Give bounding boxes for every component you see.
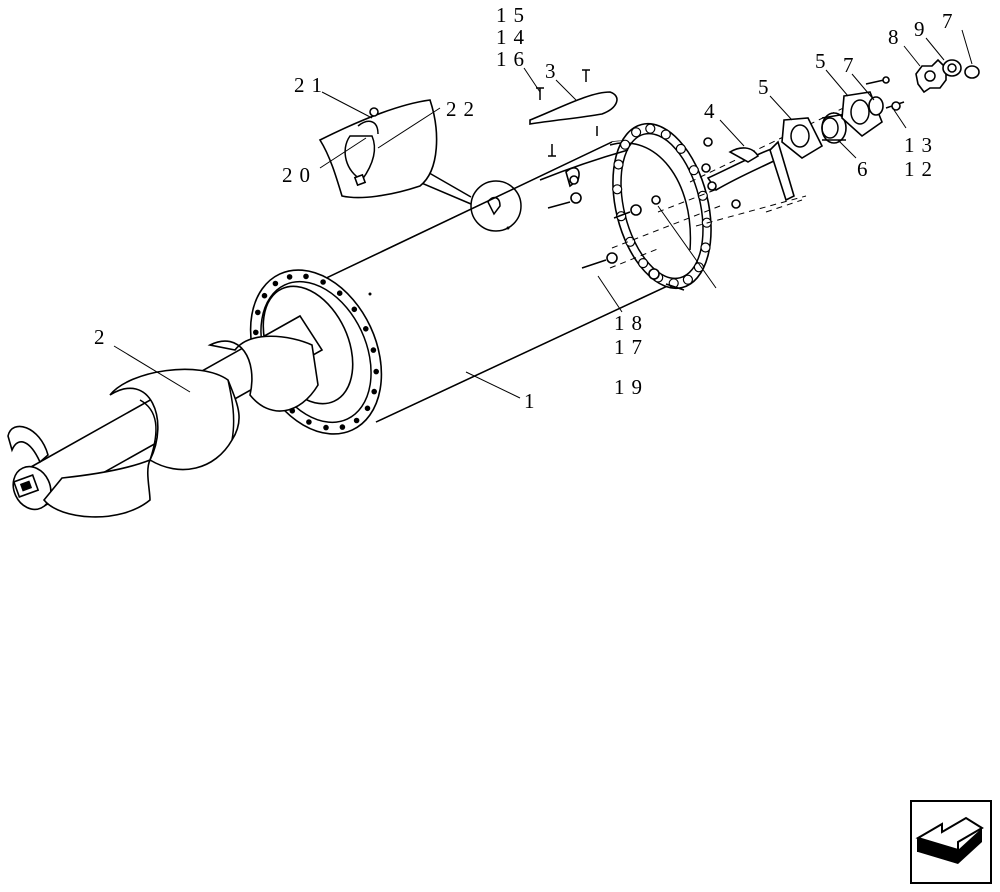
bolt-hole: [637, 258, 649, 269]
right-flange-bolts: [612, 123, 712, 289]
leader-lines: [113, 29, 973, 399]
bolt-hole: [336, 290, 343, 297]
bolt-hole: [619, 139, 631, 150]
callout-14: 14: [496, 25, 531, 49]
bolt-hole: [353, 417, 360, 424]
bolt-hole: [370, 347, 377, 353]
callout-8: 8: [888, 25, 906, 49]
callout-18: 18: [614, 311, 649, 335]
callout-22: 22: [446, 97, 481, 121]
bolt-hole: [612, 184, 623, 195]
bearing-assembly: [547, 58, 980, 291]
callout-15: 15: [496, 3, 531, 27]
bolt-hole: [660, 129, 671, 140]
bolt-hole: [373, 368, 380, 375]
bolt-hole: [645, 123, 656, 134]
back-navigation-button[interactable]: [910, 800, 992, 884]
callout-12: 12: [904, 157, 939, 181]
detail-magnifier: [318, 99, 522, 232]
bolt-hole: [675, 143, 687, 154]
bolt-hole: [371, 388, 378, 395]
callout-19: 19: [614, 375, 649, 399]
bolt-hole: [254, 309, 261, 316]
callout-7a: 7: [843, 53, 861, 77]
callout-5b: 5: [815, 49, 833, 73]
callout-labels: 1 2 3 4 5 5 6 7 7 8 9 13 12 15 14 16 18 …: [94, 3, 960, 413]
bolt-hole: [272, 280, 279, 287]
bolt-hole: [688, 165, 699, 176]
bolt-hole: [320, 279, 326, 285]
callout-9: 9: [914, 17, 932, 41]
callout-1: 1: [524, 389, 542, 413]
callout-2: 2: [94, 325, 112, 349]
bolt-hole: [693, 262, 705, 273]
bolt-hole: [286, 274, 293, 280]
bolt-hole: [613, 159, 624, 170]
callout-17: 17: [614, 335, 649, 359]
bolt-hole: [261, 292, 268, 299]
cover-plate: [529, 69, 618, 157]
bolt-hole: [339, 424, 346, 430]
callout-13: 13: [904, 133, 939, 157]
callout-6: 6: [857, 157, 875, 181]
arrow-back-icon: [915, 816, 984, 864]
callout-7b: 7: [942, 9, 960, 33]
callout-3: 3: [545, 59, 563, 83]
bolt-hole: [697, 190, 708, 201]
bolt-hole: [700, 242, 711, 253]
callout-16: 16: [496, 47, 531, 71]
bolt-hole: [323, 424, 329, 431]
callout-20: 20: [282, 163, 317, 187]
callout-5a: 5: [758, 75, 776, 99]
bolt-hole: [306, 419, 312, 425]
auger-flighting: [7, 335, 319, 518]
callout-21: 21: [294, 73, 329, 97]
bolt-hole: [362, 325, 369, 332]
bolt-hole: [351, 306, 358, 313]
bolt-hole: [364, 405, 371, 412]
bolt-hole: [253, 329, 259, 336]
callout-4: 4: [704, 99, 722, 123]
bolt-hole: [303, 273, 309, 280]
bolt-hole: [682, 274, 694, 285]
bolt-hole: [630, 127, 642, 138]
